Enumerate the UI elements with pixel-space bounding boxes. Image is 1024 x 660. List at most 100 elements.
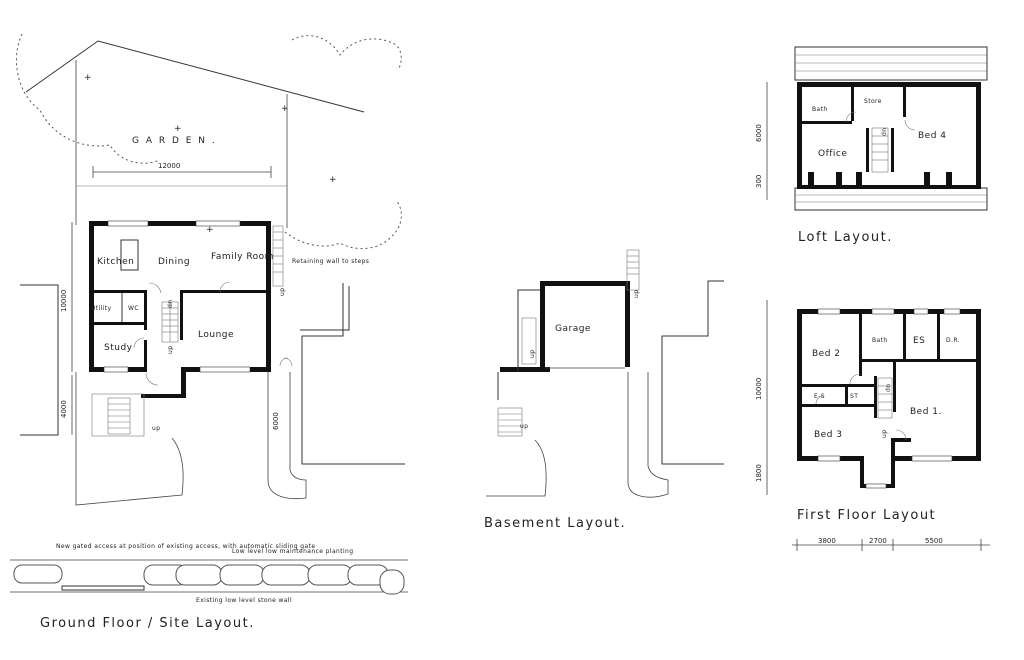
first-dim-bottom-2: 2700 — [869, 537, 887, 545]
window-study — [103, 366, 129, 373]
note-planting: Low level low maintenance planting — [232, 548, 353, 555]
garden-label: G A R D E N . — [132, 136, 217, 146]
loft-wall-bath — [851, 87, 854, 121]
first-wall-es-r — [937, 314, 940, 362]
first-up: up — [881, 430, 888, 438]
loft-wall-left — [797, 82, 802, 188]
wall-kitchen-utility — [89, 290, 144, 293]
basement-wall-rear — [500, 367, 550, 372]
loft-office: Office — [818, 149, 847, 159]
first-title: First Floor Layout — [797, 508, 936, 523]
first-st: ST — [850, 393, 858, 400]
ground-entrance-lobby — [141, 394, 186, 398]
loft-dormers — [808, 172, 952, 185]
loft-wall-store — [903, 87, 906, 117]
first-wall-bath-r — [903, 314, 906, 362]
dim-width-text: 12000 — [158, 162, 180, 170]
basement-inner-up: up — [529, 350, 536, 358]
first-dn: dn — [885, 384, 892, 392]
first-wall-bed1-l — [893, 362, 896, 412]
first-dim-bottom-ticks — [796, 539, 982, 551]
wall-wc-right — [144, 290, 147, 330]
first-wall-es-bottom — [802, 404, 874, 407]
basement-front-steps — [497, 407, 523, 437]
ground-entrance-right — [181, 367, 186, 398]
garden-cross-2: + — [174, 124, 182, 134]
loft-stair — [871, 127, 889, 173]
room-lounge: Lounge — [198, 330, 234, 340]
first-bed2: Bed 2 — [812, 349, 841, 359]
retaining-note: Retaining wall to steps — [292, 258, 369, 265]
loft-roof-bottom — [794, 187, 988, 211]
loft-title: Loft Layout. — [798, 230, 893, 245]
loft-wall-bottom — [797, 185, 981, 189]
first-window-es — [913, 308, 929, 315]
first-wall-landing-r — [891, 440, 895, 486]
loft-dim-main: 6000 — [755, 124, 763, 142]
basement-wall-left — [540, 281, 545, 367]
window-lounge — [199, 366, 251, 373]
door-swing-hall — [148, 282, 162, 294]
tree-canopy-left — [15, 33, 161, 164]
loft-bath: Bath — [812, 106, 828, 113]
neighbour-left — [20, 284, 59, 436]
first-floor-plan: Bed 2 Bath ES D.R. E-S ST dn up Bed 1. B… — [755, 300, 990, 551]
ground-ext-up: up — [279, 288, 286, 296]
basement-title: Basement Layout. — [484, 516, 626, 531]
wall-stair-right — [180, 290, 183, 340]
first-dim-bottom-3: 5500 — [925, 537, 943, 545]
basement-inner-stair — [521, 317, 537, 365]
loft-wall-stair-l — [866, 128, 869, 172]
basement-front-up: up — [520, 423, 528, 430]
road-curve — [75, 372, 184, 506]
first-stair — [877, 377, 893, 419]
wall-utility-study — [89, 322, 147, 325]
door-swing-front — [145, 372, 159, 386]
first-wall-left — [797, 309, 802, 461]
first-wall-es-mid — [845, 387, 848, 404]
basement-left-wall — [497, 289, 540, 400]
loft-wall-office-top — [802, 121, 852, 124]
drive-dim: 6000 — [272, 412, 280, 430]
first-wall-bed2-bottom — [802, 384, 874, 387]
first-bed1: Bed 1. — [910, 407, 942, 417]
neighbour-right — [301, 283, 405, 465]
basement-wall-right — [625, 281, 630, 367]
first-window-bed1 — [911, 455, 953, 462]
tree-canopy-garden-edge — [284, 199, 402, 250]
basement-drive — [627, 372, 669, 498]
first-dim-depth: 10000 — [755, 378, 763, 400]
basement-stair-up: up — [633, 290, 640, 298]
loft-door-swings — [845, 111, 916, 131]
basement-ext-stair-lines — [627, 255, 639, 275]
first-window-landing — [865, 483, 887, 489]
loft-bed4: Bed 4 — [918, 131, 947, 141]
loft-wall-stair-r — [891, 128, 894, 172]
ground-wall-left — [89, 221, 94, 372]
garden-cross-5: + — [206, 225, 214, 235]
front-steps — [91, 393, 145, 437]
sliding-gate — [61, 585, 145, 591]
basement-wall-top — [540, 281, 630, 286]
first-wall-bath-bottom — [862, 359, 980, 362]
basement-road-curve — [486, 439, 547, 497]
kitchen-island — [120, 239, 139, 271]
room-wc: WC — [128, 305, 139, 312]
wall-family-lounge — [182, 290, 271, 293]
first-window-bed3 — [817, 455, 841, 462]
ground-wall-top — [89, 221, 271, 226]
loft-plan: Bath Store dn Bed 4 Office 6000 300 Loft… — [755, 46, 988, 245]
loft-dim-small: 300 — [755, 175, 763, 188]
loft-roof-top — [794, 46, 988, 81]
first-window-dr — [943, 308, 961, 315]
first-door-swings — [815, 373, 907, 441]
ground-title: Ground Floor / Site Layout. — [40, 616, 255, 631]
first-wall-right — [976, 309, 981, 461]
basement-plan: up up Garage up Basement Layout. — [484, 249, 724, 531]
basement-neighbour-right — [661, 280, 724, 465]
loft-wall-top — [797, 82, 981, 87]
driveway-left — [267, 372, 307, 499]
ground-stair-dn: dn — [167, 300, 174, 308]
room-garage: Garage — [555, 324, 591, 334]
